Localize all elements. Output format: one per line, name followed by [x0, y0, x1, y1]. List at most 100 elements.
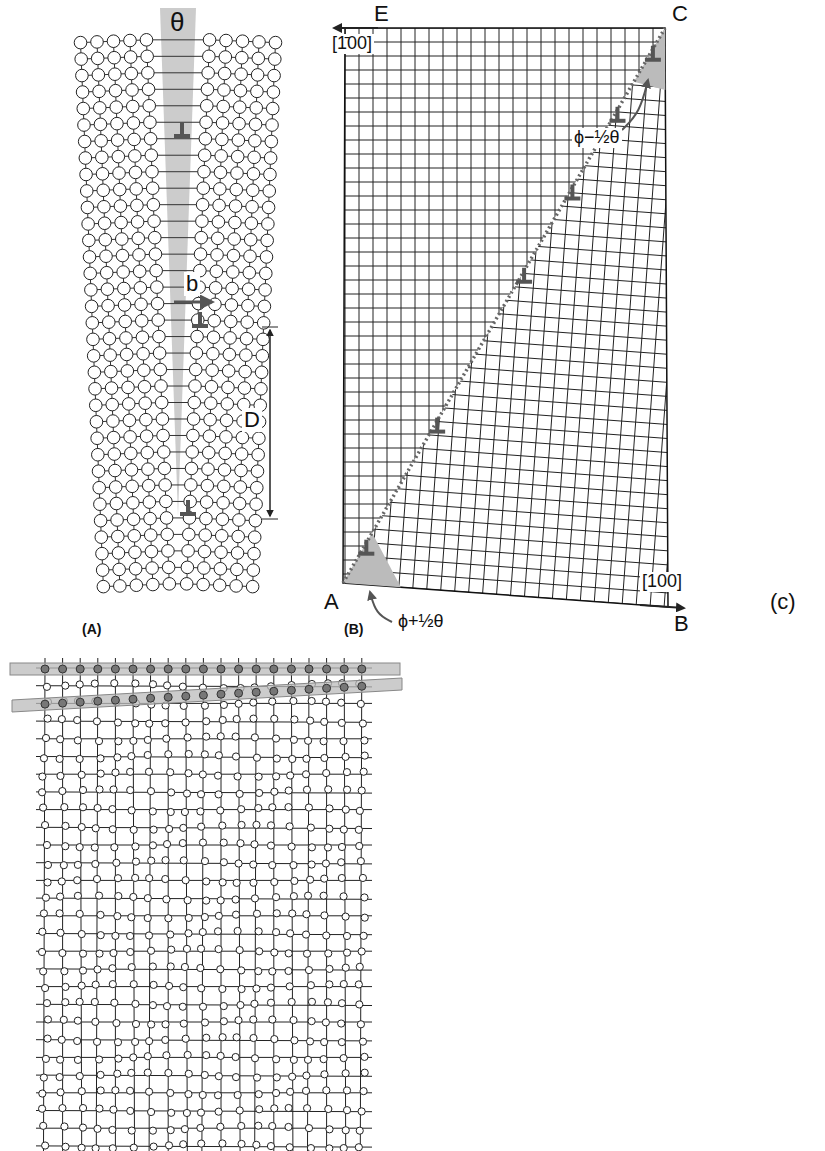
lattice-atoms [340, 981, 347, 988]
lattice-atoms [105, 382, 118, 395]
upper-grain-grid [330, 350, 680, 351]
lattice-atoms [42, 734, 49, 741]
lattice-atoms [302, 1087, 309, 1094]
band-atoms [235, 689, 243, 697]
lattice-atoms [199, 132, 212, 145]
lattice-atoms [218, 480, 231, 493]
lattice-overlay [149, 658, 151, 1151]
lattice-atoms [233, 497, 246, 510]
lattice-atoms [93, 1038, 100, 1045]
lattice-atoms [125, 464, 138, 477]
lattice-atoms [144, 1053, 151, 1060]
lattice-atoms [214, 562, 227, 575]
lattice-atoms [110, 101, 123, 114]
lattice-atoms [151, 281, 164, 294]
lattice-atoms [211, 249, 224, 262]
lattice-atoms [202, 67, 215, 80]
lattice-atoms [219, 879, 226, 886]
lattice-atoms [285, 1123, 292, 1130]
lattice-atoms [91, 52, 104, 65]
lattice-atoms [233, 715, 240, 722]
lattice-atoms [165, 982, 172, 989]
dislocation-symbol [615, 107, 619, 121]
lattice-atoms [133, 265, 146, 278]
lattice-atoms [100, 266, 113, 279]
lattice-atoms [144, 512, 157, 525]
lattice-atoms [165, 751, 172, 758]
lattice-atoms [236, 1107, 243, 1114]
lattice-atoms [204, 413, 217, 426]
lattice-atoms [360, 932, 367, 939]
lattice-atoms [113, 1019, 120, 1026]
lattice-atoms [197, 578, 210, 591]
angle-label-holder: ϕ+½θ [396, 612, 446, 632]
band-atoms [111, 696, 119, 704]
lattice-atoms [135, 298, 148, 311]
lattice-atoms [182, 1035, 189, 1042]
lattice-atoms [215, 912, 222, 919]
lattice-atoms [251, 895, 258, 902]
lattice-atoms [76, 86, 89, 99]
lattice-atoms [226, 282, 239, 295]
lattice-atoms [183, 945, 190, 952]
lattice-atoms [220, 1002, 227, 1009]
lower-grain-grid [342, 49, 761, 80]
lattice-atoms [179, 840, 186, 847]
lattice-atoms [197, 791, 204, 798]
lattice-atoms [140, 430, 153, 443]
lattice-atoms [117, 266, 130, 279]
lattice-atoms [201, 751, 208, 758]
lattice-atoms [289, 910, 296, 917]
atom-row-band [12, 678, 402, 712]
lattice-atoms [62, 682, 69, 689]
lattice-atoms [155, 396, 168, 409]
lattice-atoms [340, 826, 347, 833]
upper-grain-grid [330, 392, 680, 393]
lower-grain-grid [620, 0, 669, 634]
lower-grain-grid [564, 0, 613, 629]
corner-label-holder: A [322, 590, 341, 614]
lattice-atoms [184, 495, 197, 508]
lattice-atoms [326, 805, 333, 812]
lattice-atoms [98, 217, 111, 230]
lattice-atoms [219, 447, 232, 460]
spacing-dimension [269, 330, 271, 516]
lattice-atoms [216, 513, 229, 526]
lattice-atoms [119, 315, 132, 328]
lattice-atoms [130, 737, 137, 744]
lattice-bonds [149, 89, 208, 90]
lattice-atoms [206, 364, 219, 377]
dislocation-symbol [429, 418, 445, 432]
lattice-atoms [187, 429, 200, 442]
lattice-atoms [271, 1105, 278, 1112]
lattice-atoms [114, 1039, 121, 1046]
upper-grain-grid [569, 20, 570, 600]
lattice-atoms [58, 716, 65, 723]
band-atoms [199, 665, 207, 673]
band-atoms [287, 686, 295, 694]
lattice-atoms [78, 930, 85, 937]
lattice-atoms [150, 1143, 157, 1150]
lattice-atoms [231, 150, 244, 163]
lattice-atoms [124, 34, 137, 47]
upper-grain-grid [330, 602, 680, 603]
lattice-atoms [150, 981, 157, 988]
lattice-atoms [219, 51, 232, 64]
lattice-atoms [158, 462, 171, 475]
lattice-atoms [218, 464, 231, 477]
lattice-atoms [221, 398, 234, 411]
lattice-atoms [122, 381, 135, 394]
lattice-atoms [143, 496, 156, 509]
lattice-atoms [267, 984, 274, 991]
lattice-atoms [215, 1108, 222, 1115]
lattice-atoms [157, 429, 170, 442]
lattice-atoms [142, 463, 155, 476]
lattice-atoms [286, 823, 293, 830]
lattice-atoms [200, 116, 213, 129]
lattice-atoms [209, 298, 222, 311]
lattice-atoms [79, 950, 86, 957]
lattice-atoms [325, 950, 332, 957]
lattice-atoms [248, 547, 261, 560]
lattice-atoms [109, 84, 122, 97]
corner-label-holder: B [672, 612, 691, 636]
